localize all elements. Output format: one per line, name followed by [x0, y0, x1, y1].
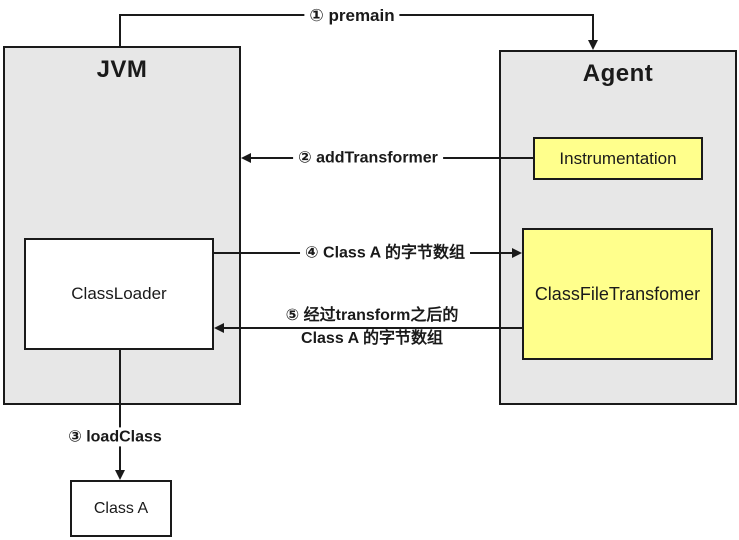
class-file-transformer-node: ClassFileTransfomer	[522, 228, 713, 360]
agent-title: Agent	[582, 60, 654, 87]
transformed-bytes-label-line2: Class A 的字节数组	[301, 330, 443, 347]
load-class-arrow-label: ③ loadClass	[63, 427, 167, 447]
class-a-node: Class A	[70, 480, 172, 537]
load-class-arrowhead-icon	[115, 470, 125, 480]
jvm-container: JVM	[3, 46, 241, 405]
class-a-bytes-arrow-label: ④ Class A 的字节数组	[300, 243, 470, 263]
premain-arrowhead-icon	[588, 40, 598, 50]
add-transformer-arrowhead-icon	[241, 153, 251, 163]
class-loader-node: ClassLoader	[24, 238, 214, 350]
transformed-bytes-arrow-label: ⑤ 经过transform之后的 Class A 的字节数组	[286, 304, 459, 350]
instrumentation-label: Instrumentation	[559, 148, 677, 168]
class-file-transformer-label: ClassFileTransfomer	[534, 283, 701, 304]
class-loader-label: ClassLoader	[71, 284, 167, 303]
add-transformer-arrow-label: ② addTransformer	[293, 148, 443, 168]
premain-arrow-label: ① premain	[304, 5, 400, 27]
transformed-bytes-label-line1: ⑤ 经过transform之后的	[285, 307, 459, 324]
instrumentation-node: Instrumentation	[533, 137, 703, 180]
class-a-label: Class A	[93, 499, 149, 517]
jvm-title: JVM	[96, 56, 148, 83]
